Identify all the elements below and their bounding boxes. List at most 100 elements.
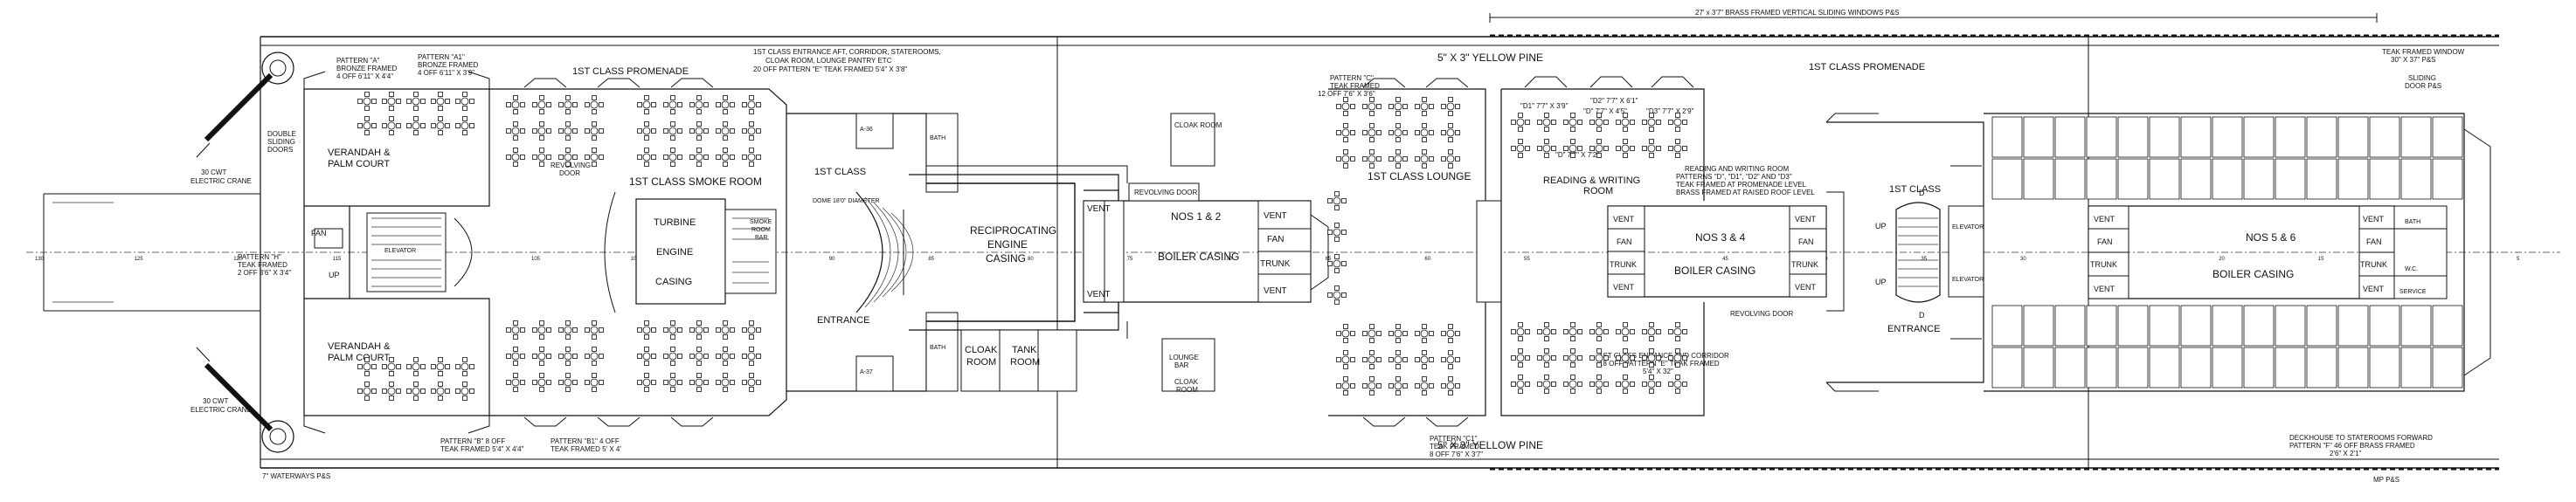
stateroom-cell bbox=[2337, 158, 2369, 200]
frame-number: 20 bbox=[2219, 257, 2225, 262]
table-with-chairs bbox=[1441, 324, 1460, 343]
verandah-bottom-label: VERANDAH & bbox=[328, 341, 391, 352]
table-with-chairs bbox=[455, 116, 474, 135]
table-with-chairs bbox=[558, 95, 578, 114]
table-with-chairs bbox=[532, 347, 551, 366]
dome-label: DOME 18'0" DIAMETER bbox=[813, 198, 880, 204]
table-with-chairs bbox=[406, 92, 426, 111]
table-with-chairs bbox=[1362, 149, 1381, 168]
table-with-chairs bbox=[1388, 324, 1408, 343]
table-with-chairs bbox=[1388, 123, 1408, 142]
promenade-fwd-label: 1ST CLASS PROMENADE bbox=[1809, 62, 1925, 72]
bath-fwd: BATH bbox=[2405, 219, 2420, 225]
table-with-chairs bbox=[742, 373, 761, 392]
crane-top-label: 30 CWT bbox=[201, 168, 226, 176]
fwd-first-class-label: 1ST CLASS bbox=[1889, 184, 1941, 195]
table-with-chairs bbox=[663, 373, 682, 392]
frame-number: 75 bbox=[1127, 257, 1133, 262]
frame-number: 35 bbox=[1921, 257, 1927, 262]
table-with-chairs bbox=[1668, 139, 1687, 158]
stateroom-cell bbox=[2275, 158, 2306, 200]
vent-56a: VENT bbox=[2094, 215, 2116, 223]
promenade-aft-label: 1ST CLASS PROMENADE bbox=[572, 66, 689, 77]
fwd-entrance-label: ENTRANCE bbox=[1887, 324, 1941, 334]
table-with-chairs bbox=[558, 347, 578, 366]
stateroom-cell bbox=[2117, 116, 2149, 158]
table-with-chairs bbox=[532, 148, 551, 167]
table-with-chairs bbox=[742, 95, 761, 114]
table-with-chairs bbox=[1388, 350, 1408, 369]
table-with-chairs bbox=[1388, 149, 1408, 168]
table-with-chairs bbox=[1511, 348, 1530, 368]
table-with-chairs bbox=[1511, 375, 1530, 394]
table-with-chairs bbox=[455, 357, 474, 376]
table-with-chairs bbox=[1589, 322, 1609, 341]
table-with-chairs bbox=[357, 357, 377, 376]
table-with-chairs bbox=[1563, 322, 1582, 341]
smoke-room-label: 1ST CLASS SMOKE ROOM bbox=[629, 175, 762, 188]
teak-window-label: TEAK FRAMED WINDOW bbox=[2382, 48, 2465, 56]
boiler-casing-56-label: BOILER CASING bbox=[2212, 268, 2294, 280]
frame-number: 105 bbox=[531, 257, 541, 262]
table-with-chairs bbox=[1362, 123, 1381, 142]
turbine-label: TURBINE bbox=[654, 217, 696, 228]
stateroom-cell bbox=[2149, 116, 2180, 158]
table-with-chairs bbox=[1563, 375, 1582, 394]
table-with-chairs bbox=[1336, 123, 1355, 142]
boiler-casing-12-label: BOILER CASING bbox=[1158, 251, 1239, 263]
frame-number: 15 bbox=[2318, 257, 2324, 262]
double-doors-label-3: DOORS bbox=[267, 146, 293, 154]
table-with-chairs bbox=[1589, 348, 1609, 368]
stateroom-cell bbox=[2180, 158, 2212, 200]
table-with-chairs bbox=[357, 116, 377, 135]
stateroom-a37: A-37 bbox=[860, 369, 873, 375]
pattern-b-label: PATTERN "B" 8 OFF bbox=[440, 437, 505, 445]
frame-number: 85 bbox=[928, 257, 934, 262]
stateroom-cell bbox=[2243, 347, 2275, 389]
vent-34a: VENT bbox=[1613, 215, 1635, 223]
stateroom-cell bbox=[2023, 305, 2054, 347]
deckhouse-note-2: PATTERN "F" 46 OFF BRASS FRAMED bbox=[2289, 442, 2415, 450]
recip-engine-label: ENGINE bbox=[987, 238, 1028, 251]
pattern-h-desc: TEAK FRAMED bbox=[238, 261, 287, 269]
pine-top-label: 5" X 3" YELLOW PINE bbox=[1437, 52, 1543, 64]
table-with-chairs bbox=[382, 357, 401, 376]
pattern-a1-size: 4 OFF 6'11" X 3'9" bbox=[418, 69, 474, 77]
table-with-chairs bbox=[1563, 113, 1582, 132]
stateroom-cell bbox=[2243, 305, 2275, 347]
boiler-casing-12-structure bbox=[1083, 113, 1329, 392]
aft-entrance-structure bbox=[786, 113, 959, 392]
table-with-chairs bbox=[382, 382, 401, 401]
fan-56b: FAN bbox=[2366, 237, 2382, 246]
stateroom-cell bbox=[2400, 116, 2432, 158]
pattern-c-size: 12 OFF 7'6" X 3'6" bbox=[1318, 90, 1375, 98]
verandah-bottom-label-2: PALM COURT bbox=[328, 353, 390, 363]
table-with-chairs bbox=[663, 121, 682, 141]
fan-56a: FAN bbox=[2097, 237, 2113, 246]
stateroom-cell bbox=[2306, 305, 2337, 347]
table-with-chairs bbox=[1668, 348, 1687, 368]
table-with-chairs bbox=[1537, 113, 1556, 132]
stateroom-cell bbox=[2086, 347, 2117, 389]
revolving-door-aft-2: DOOR bbox=[559, 169, 580, 177]
pattern-c1-size: 8 OFF 7'6" X 3'7" bbox=[1430, 450, 1483, 458]
stateroom-cell bbox=[2212, 158, 2243, 200]
table-with-chairs bbox=[585, 347, 604, 366]
stateroom-cell bbox=[1991, 116, 2023, 158]
table-with-chairs bbox=[558, 320, 578, 340]
reading-room-label: READING & WRITING bbox=[1543, 175, 1640, 186]
crane-bottom-label-2: ELECTRIC CRANE bbox=[190, 406, 252, 414]
stateroom-cell bbox=[2400, 347, 2432, 389]
up-fwd-1: UP bbox=[1875, 222, 1887, 230]
stateroom-cell bbox=[2432, 347, 2463, 389]
d5-label: "D" 7'7" X 7'2" bbox=[1555, 151, 1599, 159]
verandah-top-label-2: PALM COURT bbox=[328, 159, 390, 169]
stateroom-cell bbox=[2086, 305, 2117, 347]
reading-note-4: BRASS FRAMED AT RAISED ROOF LEVEL bbox=[1676, 189, 1815, 196]
stateroom-cell bbox=[2054, 158, 2086, 200]
cloak-bottom: CLOAK bbox=[1174, 378, 1199, 386]
deckhouse-note-1: DECKHOUSE TO STATEROOMS FORWARD bbox=[2289, 434, 2433, 442]
table-with-chairs bbox=[1362, 350, 1381, 369]
table-with-chairs bbox=[1336, 376, 1355, 395]
table-with-chairs bbox=[1537, 375, 1556, 394]
